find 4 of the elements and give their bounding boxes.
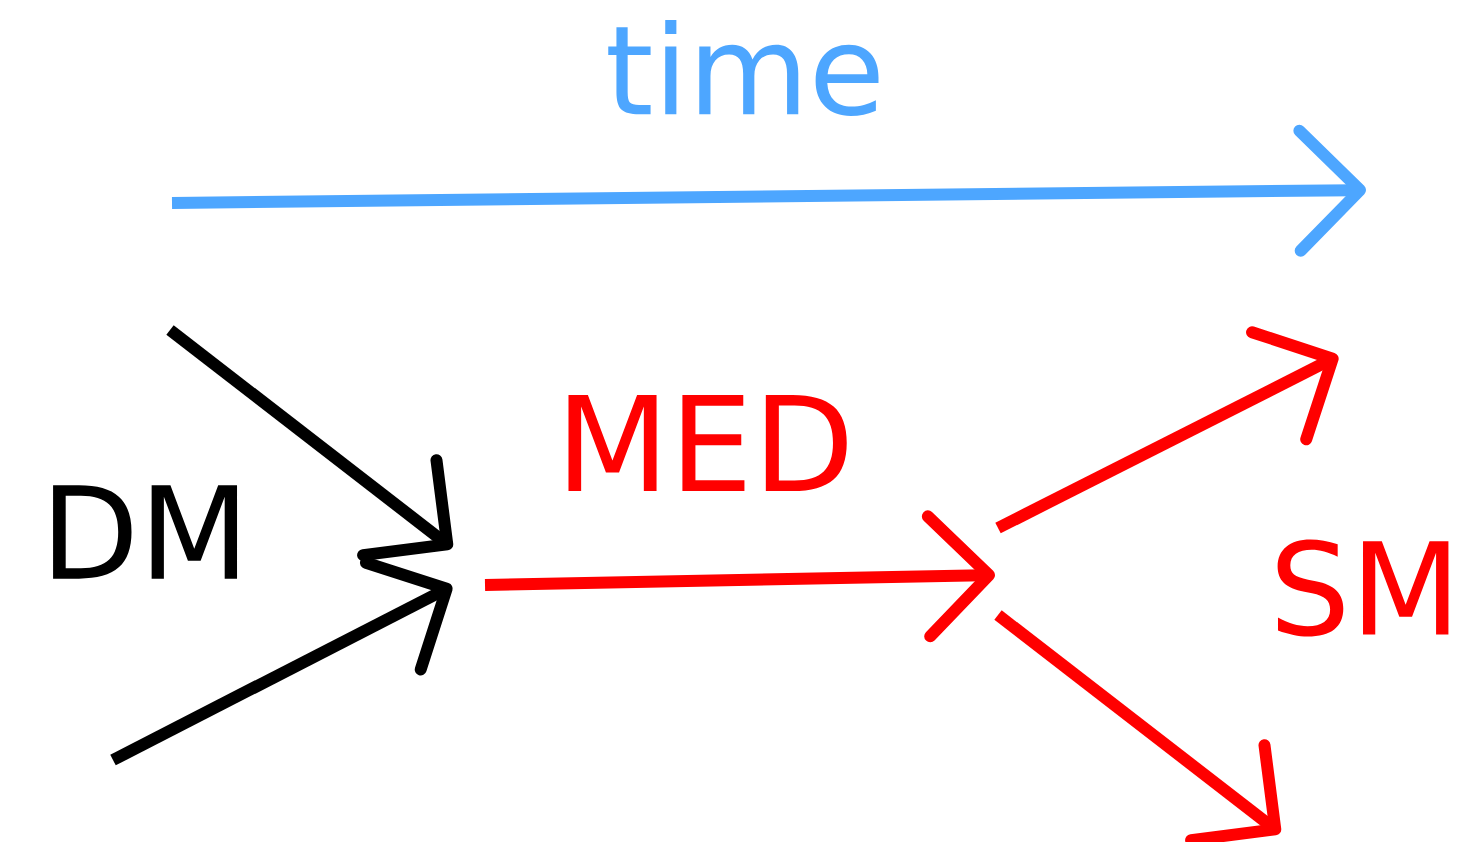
text-label: SM [1277,539,1449,637]
text-label: DM [53,485,237,579]
text-label: MED [568,394,847,492]
text-label: time [608,20,879,116]
